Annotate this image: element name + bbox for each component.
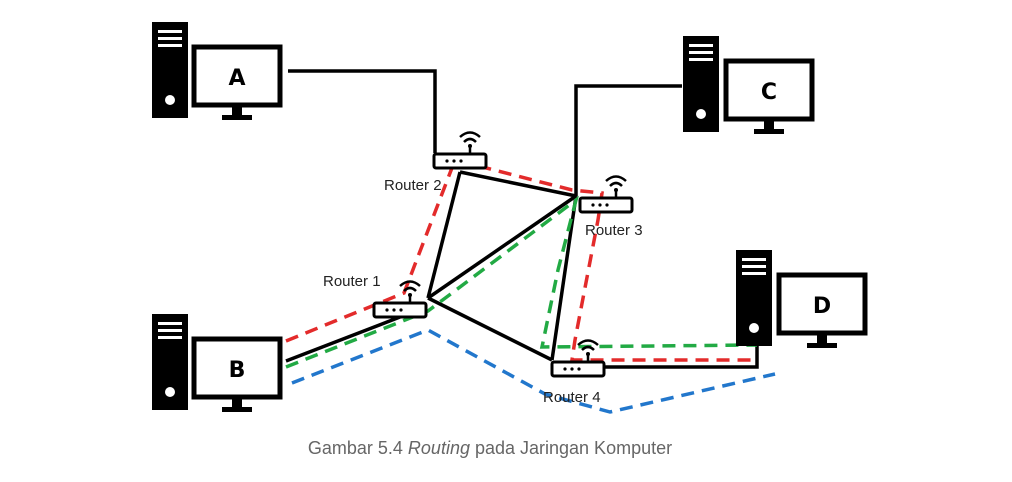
computer-b: B: [152, 314, 280, 412]
route-red: [285, 157, 757, 362]
computer-a: A: [152, 22, 280, 120]
router-label-2: Router 2: [384, 177, 442, 194]
route-blue: [291, 328, 776, 414]
link-router4-d: [580, 338, 759, 369]
link-router1-router4: [427, 296, 553, 362]
computer-label-c: C: [761, 80, 777, 105]
computer-label-d: D: [813, 294, 831, 319]
router-icon: [432, 131, 488, 170]
router-4: Router 4: [543, 339, 606, 406]
figure-caption: Gambar 5.4 Routing pada Jaringan Kompute…: [0, 438, 980, 459]
router-label-4: Router 4: [543, 389, 601, 406]
computer-label-a: A: [228, 66, 245, 91]
computer-tower-icon: [683, 36, 719, 132]
computer-label-b: B: [229, 358, 246, 383]
router-3: Router 3: [578, 175, 643, 239]
computer-tower-icon: [152, 22, 188, 118]
link-c-router3: [574, 84, 682, 196]
caption-emphasis: Routing: [407, 438, 470, 458]
router-1: Router 1: [323, 273, 428, 319]
links: [285, 69, 759, 369]
computer-tower-icon: [736, 250, 772, 346]
router-icon: [372, 280, 428, 319]
link-router2-router1: [426, 171, 462, 299]
link-router2-router3: [459, 170, 577, 198]
route-green: [285, 195, 758, 369]
router-label-3: Router 3: [585, 222, 643, 239]
caption-prefix: Gambar 5.4: [307, 438, 408, 458]
link-router3-router4: [550, 195, 578, 361]
caption-suffix: pada Jaringan Komputer: [469, 438, 673, 458]
router-label-1: Router 1: [323, 273, 381, 290]
router-icon: [578, 175, 634, 214]
computer-d: D: [736, 250, 865, 348]
computer-tower-icon: [152, 314, 188, 410]
link-router1-router3: [427, 194, 577, 300]
link-a-router2: [288, 69, 437, 153]
link-b-router1: [285, 315, 401, 363]
computer-c: C: [683, 36, 812, 134]
router-2: Router 2: [384, 131, 488, 194]
